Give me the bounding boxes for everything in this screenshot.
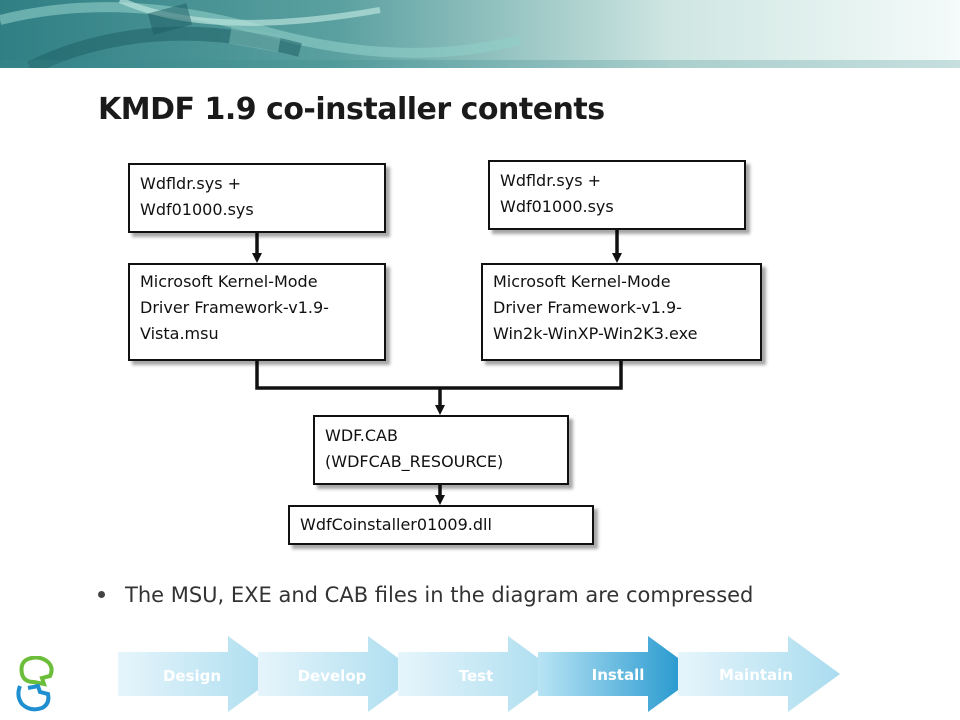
process-flow: Design Develop Test Install Maintain <box>118 636 840 712</box>
box-sys-right: Wdfldr.sys + Wdf01000.sys <box>488 160 746 230</box>
process-step-design-label: Design <box>163 667 221 685</box>
process-step-maintain-label: Maintain <box>719 666 793 684</box>
process-step-test-label: Test <box>459 667 494 685</box>
bullet-text: The MSU, EXE and CAB files in the diagra… <box>125 583 754 607</box>
box-sys-left-label: Wdfldr.sys + Wdf01000.sys <box>140 174 254 219</box>
logo-icon <box>16 656 54 712</box>
process-step-test: Test <box>398 636 560 712</box>
process-step-develop-label: Develop <box>298 667 367 685</box>
box-dll-label: WdfCoinstaller01009.dll <box>300 515 492 534</box>
box-cab-label: WDF.CAB (WDFCAB_RESOURCE) <box>325 426 504 471</box>
banner-graphic <box>0 0 960 68</box>
bullet-dot <box>98 591 105 598</box>
merge-line <box>255 361 623 390</box>
box-exe-label: Microsoft Kernel-Mode Driver Framework-v… <box>493 272 698 343</box>
box-cab: WDF.CAB (WDFCAB_RESOURCE) <box>313 415 569 485</box>
box-dll: WdfCoinstaller01009.dll <box>288 505 594 545</box>
header-banner <box>0 0 960 68</box>
bullet-item: The MSU, EXE and CAB files in the diagra… <box>98 583 753 607</box>
process-step-design: Design <box>118 636 280 712</box>
box-exe: Microsoft Kernel-Mode Driver Framework-v… <box>481 263 762 361</box>
box-msu-label: Microsoft Kernel-Mode Driver Framework-v… <box>140 272 329 343</box>
box-sys-left: Wdfldr.sys + Wdf01000.sys <box>128 163 386 233</box>
box-sys-right-label: Wdfldr.sys + Wdf01000.sys <box>500 171 614 216</box>
process-step-maintain: Maintain <box>678 636 840 712</box>
slide-title: KMDF 1.9 co-installer contents <box>98 92 605 127</box>
process-step-install: Install <box>538 636 700 712</box>
process-step-develop: Develop <box>258 636 420 712</box>
process-step-install-label: Install <box>592 666 645 684</box>
box-msu: Microsoft Kernel-Mode Driver Framework-v… <box>128 263 386 361</box>
